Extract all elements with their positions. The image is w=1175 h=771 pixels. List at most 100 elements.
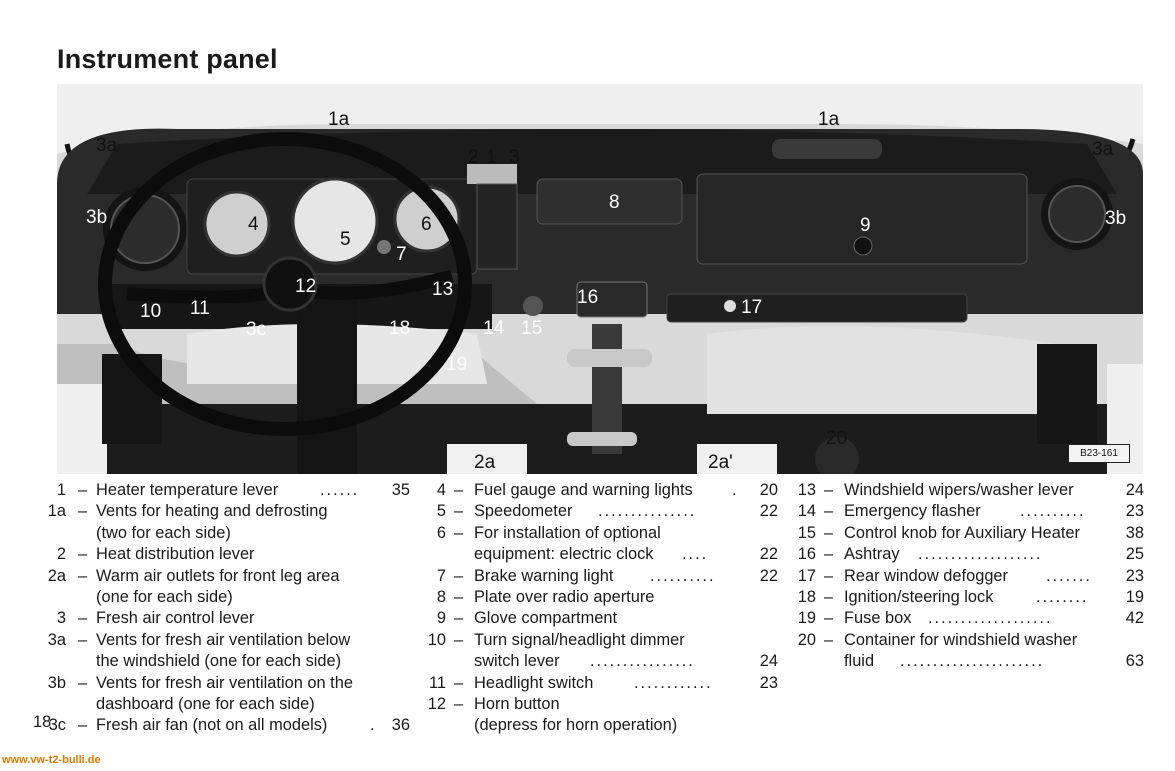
- legend-text: Vents for heating and defrosting: [96, 502, 328, 521]
- legend-number: 3b: [47, 673, 66, 692]
- footer-url: www.vw-t2-bulli.de: [2, 754, 101, 766]
- legend-text: Ashtray: [844, 545, 900, 564]
- legend-dash: –: [78, 673, 88, 692]
- legend-text: Fresh air control lever: [96, 609, 255, 628]
- legend-number: 2: [56, 545, 66, 564]
- legend-number: 7: [436, 566, 446, 585]
- legend-dash: –: [78, 630, 88, 649]
- legend-page: 22: [759, 502, 778, 521]
- legend-row: 14– Emergency flasher .......... 23: [790, 501, 1144, 522]
- legend-leader: ................: [590, 652, 695, 671]
- instrument-panel-photo: B23-161: [57, 84, 1143, 474]
- legend-row: equipment: electric clock .... 22: [420, 544, 778, 565]
- legend-leader: ......: [320, 481, 360, 499]
- legend-page: 23: [759, 673, 778, 692]
- legend-dash: –: [454, 673, 464, 692]
- legend-page: 22: [759, 545, 778, 564]
- legend-number: 9: [436, 609, 446, 628]
- legend-dash: –: [78, 716, 88, 735]
- legend-text: Turn signal/headlight dimmer: [474, 630, 685, 649]
- legend-row: 19– Fuse box ................... 42: [790, 608, 1144, 629]
- legend-dash: –: [454, 694, 464, 713]
- legend-row: 10– Turn signal/headlight dimmer: [420, 630, 778, 651]
- legend-number: 1: [56, 481, 66, 499]
- legend-page: 38: [1125, 523, 1144, 542]
- legend-text: Vents for fresh air ventilation on the: [96, 673, 353, 692]
- legend-page: 35: [391, 481, 410, 499]
- legend-number: 8: [436, 587, 446, 606]
- legend-text: Rear window defogger: [844, 566, 1009, 585]
- legend-text: Container for windshield washer: [844, 630, 1078, 649]
- legend-leader: .: [732, 481, 739, 499]
- legend-dash: –: [824, 502, 834, 521]
- legend-row: (one for each side): [40, 587, 410, 608]
- callout-2a-left: 2a: [474, 452, 496, 473]
- legend-row: 3c– Fresh air fan (not on all models) . …: [40, 715, 410, 736]
- legend-dash: –: [454, 481, 464, 499]
- legend-number: 3: [56, 609, 66, 628]
- legend-number: 2a: [47, 566, 66, 585]
- legend-number: 6: [436, 523, 446, 542]
- legend-text: Glove compartment: [474, 609, 618, 628]
- legend-dash: –: [454, 566, 464, 585]
- page-number: 18: [33, 713, 52, 731]
- legend-dash: –: [78, 609, 88, 628]
- legend-row: 13– Windshield wipers/washer lever 24: [790, 480, 1144, 501]
- legend-row: 8– Plate over radio aperture: [420, 587, 778, 608]
- legend-page: 22: [759, 566, 778, 585]
- legend-row: (two for each side): [40, 523, 410, 544]
- legend-row: 2– Heat distribution lever: [40, 544, 410, 565]
- callout-11: 11: [190, 298, 210, 319]
- legend-text: Emergency flasher: [844, 502, 981, 521]
- legend-dash: –: [78, 566, 88, 585]
- legend-dash: –: [454, 609, 464, 628]
- legend-leader: ...............: [598, 502, 697, 521]
- legend-number: 12: [427, 694, 446, 713]
- callout-18: 18: [389, 318, 411, 339]
- legend-text: Heater temperature lever: [96, 481, 279, 499]
- legend-page: 36: [391, 716, 410, 735]
- legend-text: fluid: [844, 652, 875, 671]
- legend-text: Horn button: [474, 694, 560, 713]
- legend-row: 3b– Vents for fresh air ventilation on t…: [40, 673, 410, 694]
- callout-12: 12: [295, 276, 317, 297]
- legend-row: 3a– Vents for fresh air ventilation belo…: [40, 630, 410, 651]
- callout-14: 14: [483, 318, 505, 339]
- legend-number: 1a: [47, 502, 66, 521]
- legend-leader: ....: [682, 545, 709, 564]
- callout-16: 16: [577, 287, 599, 308]
- legend-text: Fuse box: [844, 609, 912, 628]
- callout-15: 15: [521, 318, 543, 339]
- legend-leader: .: [370, 716, 377, 735]
- legend-row: (depress for horn operation): [420, 715, 778, 736]
- legend-dash: –: [454, 587, 464, 606]
- legend-number: 18: [797, 587, 816, 606]
- legend-dash: –: [454, 523, 464, 542]
- legend-leader: ............: [634, 673, 713, 692]
- legend-row: 2a– Warm air outlets for front leg area: [40, 566, 410, 587]
- legend-page: 19: [1125, 587, 1144, 606]
- legend-text: For installation of optional: [474, 523, 661, 542]
- callout-13: 13: [432, 279, 454, 300]
- legend-text: Windshield wipers/washer lever: [844, 481, 1074, 499]
- legend-text: equipment: electric clock: [474, 545, 654, 564]
- legend-text: Plate over radio aperture: [474, 587, 655, 606]
- legend-text: the windshield (one for each side): [96, 652, 342, 671]
- legend-text: (one for each side): [96, 587, 233, 606]
- legend-text: dashboard (one for each side): [96, 694, 315, 713]
- legend-text: Fresh air fan (not on all models): [96, 716, 328, 735]
- legend-number: 4: [436, 481, 446, 499]
- callout-2: 2: [468, 147, 479, 168]
- legend-dash: –: [824, 609, 834, 628]
- legend-number: 3a: [47, 630, 66, 649]
- legend-number: 3c: [48, 716, 66, 735]
- callout-3a-left: 3a: [96, 135, 118, 156]
- legend-leader: ..........: [1020, 502, 1086, 521]
- legend-row: fluid ...................... 63: [790, 651, 1144, 672]
- callout-5: 5: [340, 229, 351, 250]
- legend-row: 15– Control knob for Auxiliary Heater 38: [790, 523, 1144, 544]
- legend-row: 3– Fresh air control lever: [40, 608, 410, 629]
- legend-dash: –: [78, 481, 88, 499]
- legend-row: 6– For installation of optional: [420, 523, 778, 544]
- callout-4: 4: [248, 214, 259, 235]
